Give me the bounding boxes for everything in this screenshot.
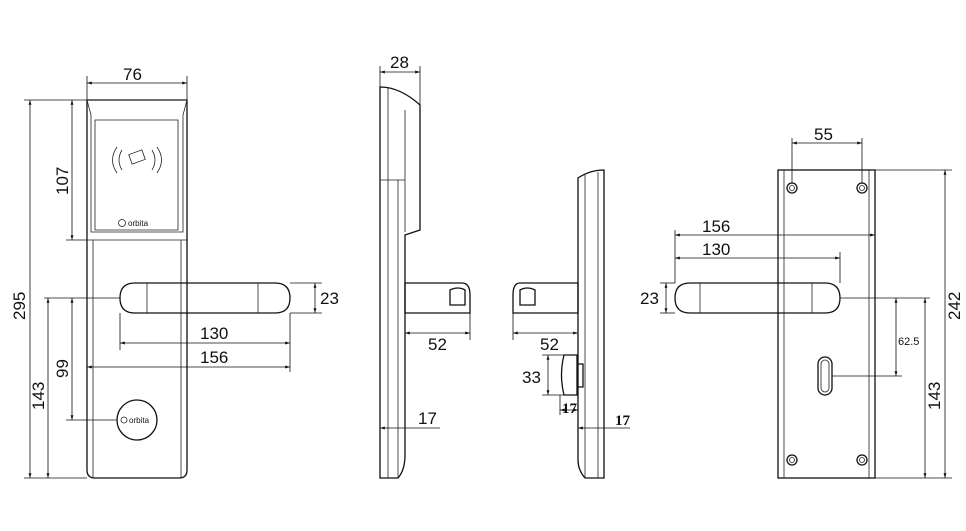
dim-width: 76 bbox=[123, 65, 142, 84]
dim-back-handle-thickness: 23 bbox=[640, 289, 659, 308]
back-handle bbox=[674, 282, 841, 314]
cylinder-brand-label: orbita bbox=[129, 416, 150, 425]
brand-label: orbita bbox=[128, 219, 149, 228]
dim-handle-to-bottom: 143 bbox=[29, 382, 48, 410]
dim-handle-projection: 52 bbox=[428, 335, 447, 354]
screw-holes bbox=[786, 182, 868, 466]
keyhole-slot bbox=[817, 356, 833, 396]
dim-thumbturn-depth: 17 bbox=[562, 401, 578, 417]
dim-handle-reach: 156 bbox=[200, 348, 228, 367]
inner-handle-spindle bbox=[512, 282, 579, 314]
inner-plate bbox=[577, 169, 605, 479]
dim-plate-thickness: 17 bbox=[418, 409, 437, 428]
dim-handle-thickness: 23 bbox=[320, 289, 339, 308]
side-plate bbox=[379, 86, 421, 479]
thumb-turn bbox=[560, 354, 584, 396]
dim-back-handle-length: 130 bbox=[702, 240, 730, 259]
side-view-outer: 28 52 17 bbox=[379, 53, 471, 479]
front-plate bbox=[86, 99, 188, 479]
dim-handle-length: 130 bbox=[200, 324, 228, 343]
handle-spindle bbox=[404, 282, 471, 314]
brand-logo-icon bbox=[118, 219, 126, 227]
dim-back-handle-to-bottom: 143 bbox=[925, 382, 944, 410]
front-view: orbita orbita 76 107 295 99 143 130 156 … bbox=[10, 65, 339, 479]
handle bbox=[119, 282, 291, 314]
dim-back-handle-reach: 156 bbox=[702, 217, 730, 236]
dim-handle-to-keyhole: 62.5 bbox=[898, 336, 919, 348]
dim-panel-height: 107 bbox=[53, 167, 72, 195]
dim-inner-plate-thickness: 17 bbox=[615, 413, 631, 429]
dim-total-height: 295 bbox=[10, 292, 29, 320]
dim-hole-spacing: 55 bbox=[814, 125, 833, 144]
dim-handle-to-cylinder: 99 bbox=[53, 359, 72, 378]
dim-back-total-height: 242 bbox=[945, 292, 964, 320]
dim-thumbturn-height: 33 bbox=[522, 368, 541, 387]
back-view: 55 156 130 23 62.5 242 143 bbox=[640, 125, 964, 479]
dim-depth: 28 bbox=[390, 53, 409, 72]
back-plate bbox=[777, 169, 876, 479]
dim-inner-handle-projection: 52 bbox=[540, 335, 559, 354]
side-view-inner: 52 33 17 17 bbox=[512, 169, 631, 479]
rfid-card-icon bbox=[112, 146, 162, 174]
